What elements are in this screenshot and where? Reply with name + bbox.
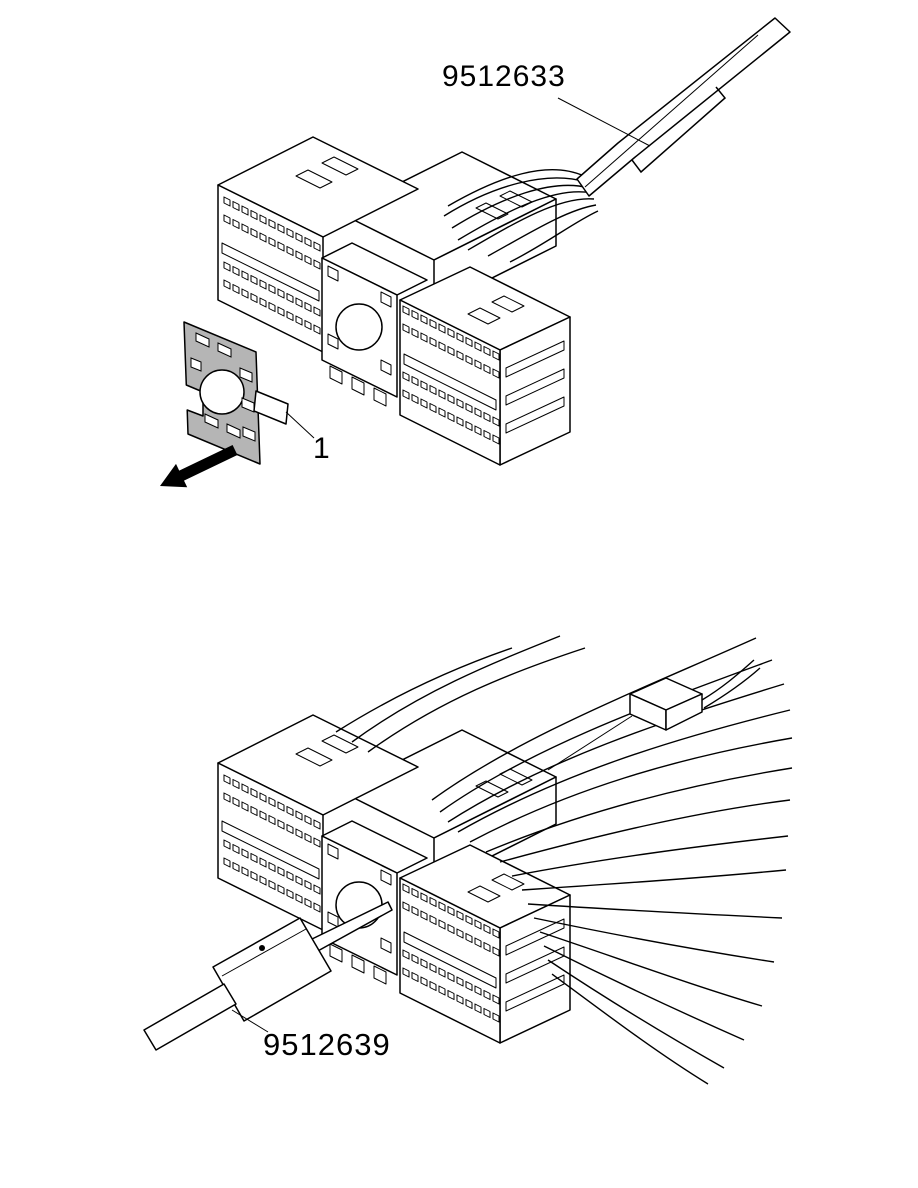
part-number-label-9512633: 9512633 [442, 60, 566, 93]
removal-tool-9512633 [576, 17, 791, 197]
leader-line-9512633 [557, 97, 651, 147]
figure-bottom [143, 635, 793, 1085]
direction-arrow [160, 445, 238, 488]
terminal-connector [629, 659, 761, 731]
wire-harness-bottom [335, 635, 793, 1085]
removal-tool-9512639 [143, 901, 393, 1051]
plate-slots [190, 332, 256, 442]
wire-bundle-top [443, 169, 599, 263]
plate-round-hole [199, 369, 245, 415]
leader-line-callout-1 [285, 411, 315, 439]
tool-rivet-dot [259, 945, 265, 951]
figure-top [160, 17, 791, 488]
leader-line-9512639 [231, 1009, 269, 1033]
leader-line-terminal [547, 715, 633, 771]
retainer-plate [183, 321, 289, 465]
retainer-tab [253, 390, 289, 425]
part-number-label-9512639: 9512639 [263, 1027, 391, 1062]
callout-label-1: 1 [313, 432, 331, 465]
tool-handle [143, 983, 237, 1051]
